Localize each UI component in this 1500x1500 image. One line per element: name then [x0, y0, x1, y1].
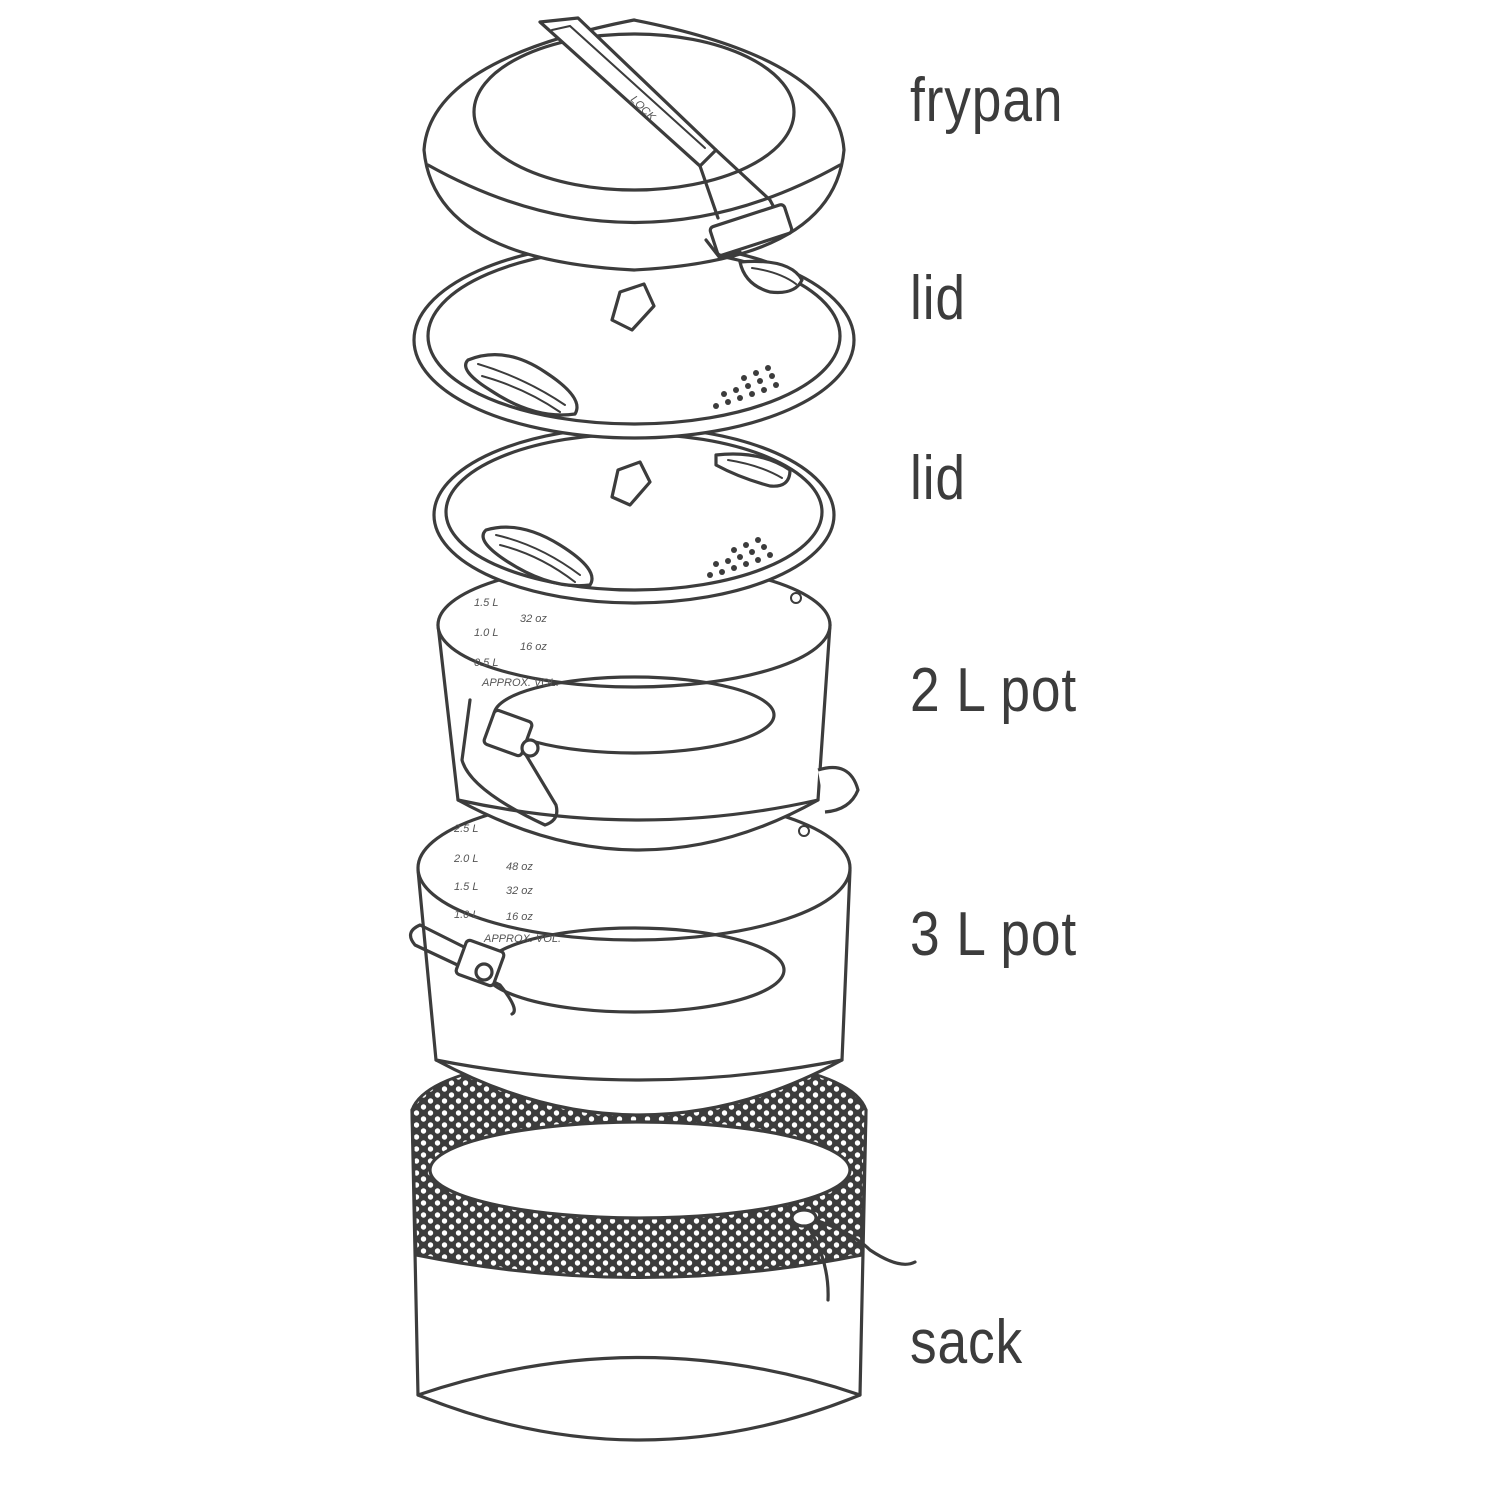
pot-3l-mark-3: 48 oz [506, 861, 533, 873]
frypan-base [472, 32, 796, 192]
pot-3l-base [434, 1058, 844, 1082]
pot-3l-mark-6: 32 oz [506, 885, 533, 897]
lid-upper-grip-left [464, 353, 579, 417]
pot-3l-mark-1: 2.5 L [453, 823, 478, 835]
pot-2l-mark-6: APPROX. VOL. [481, 677, 559, 689]
frypan-handle: LOCK [538, 16, 794, 260]
pot-2l-mark-3: 32 oz [520, 613, 547, 625]
label-pot-3l: 3 L pot [910, 900, 1078, 969]
pot-3l-illustration: 2.5 L 2.0 L 48 oz 1.5 L 1.0 L 32 oz 16 o… [408, 794, 852, 1117]
lid-lower-outer-rim [432, 425, 836, 605]
lid-upper-grip-right [738, 259, 804, 295]
pot-3l-handle-pivot [474, 962, 494, 982]
sack-drawcord [798, 1213, 917, 1266]
label-frypan: frypan [910, 66, 1064, 135]
pot-3l-mark-8: APPROX. VOL. [483, 933, 561, 945]
lid-upper-strainer-holes [713, 365, 779, 409]
lid-upper-knob [610, 282, 656, 332]
pot-3l-mark-5: 1.0 L [454, 909, 478, 921]
pot-2l-side-tab [817, 765, 860, 814]
pot-2l-base [456, 798, 820, 822]
lid-lower-strainer-holes [707, 537, 773, 578]
frypan-illustration: LOCK [422, 16, 846, 272]
pot-3l-rivet [798, 825, 810, 837]
pot-2l-handle [460, 698, 559, 827]
pot-2l-illustration: 1.5 L 1.0 L 32 oz 0.5 L 16 oz APPROX. VO… [436, 561, 860, 852]
sack-illustration [410, 1050, 917, 1442]
label-lid-upper: lid [910, 264, 966, 333]
pot-3l-handle [408, 923, 516, 1016]
sack-bottom-seam [416, 1355, 862, 1397]
pot-3l-mark-4: 1.5 L [454, 881, 478, 893]
frypan-rim-edge [426, 163, 842, 225]
label-pot-2l: 2 L pot [910, 656, 1078, 725]
pot-3l-mark-7: 16 oz [506, 911, 533, 923]
lid-lower-illustration [432, 425, 836, 605]
pot-2l-body [436, 623, 832, 852]
pot-2l-rivet [790, 592, 802, 604]
lid-lower-grip-right [714, 452, 792, 488]
sack-opening [428, 1120, 852, 1220]
sack-body [410, 1108, 868, 1442]
lid-upper-illustration [412, 240, 856, 440]
label-lid-lower: lid [910, 444, 966, 513]
pot-2l-mark-5: 16 oz [520, 641, 547, 653]
lid-lower-grip-left [481, 525, 594, 588]
pot-2l-mark-2: 1.0 L [474, 627, 498, 639]
lid-lower-knob [610, 460, 652, 507]
label-sack: sack [910, 1308, 1024, 1377]
pot-2l-handle-pivot [520, 738, 540, 758]
pot-2l-mark-4: 0.5 L [474, 657, 498, 669]
pot-2l-mark-1: 1.5 L [474, 597, 498, 609]
pot-3l-mark-2: 2.0 L [453, 853, 478, 865]
sack-cord-lock [790, 1208, 818, 1228]
